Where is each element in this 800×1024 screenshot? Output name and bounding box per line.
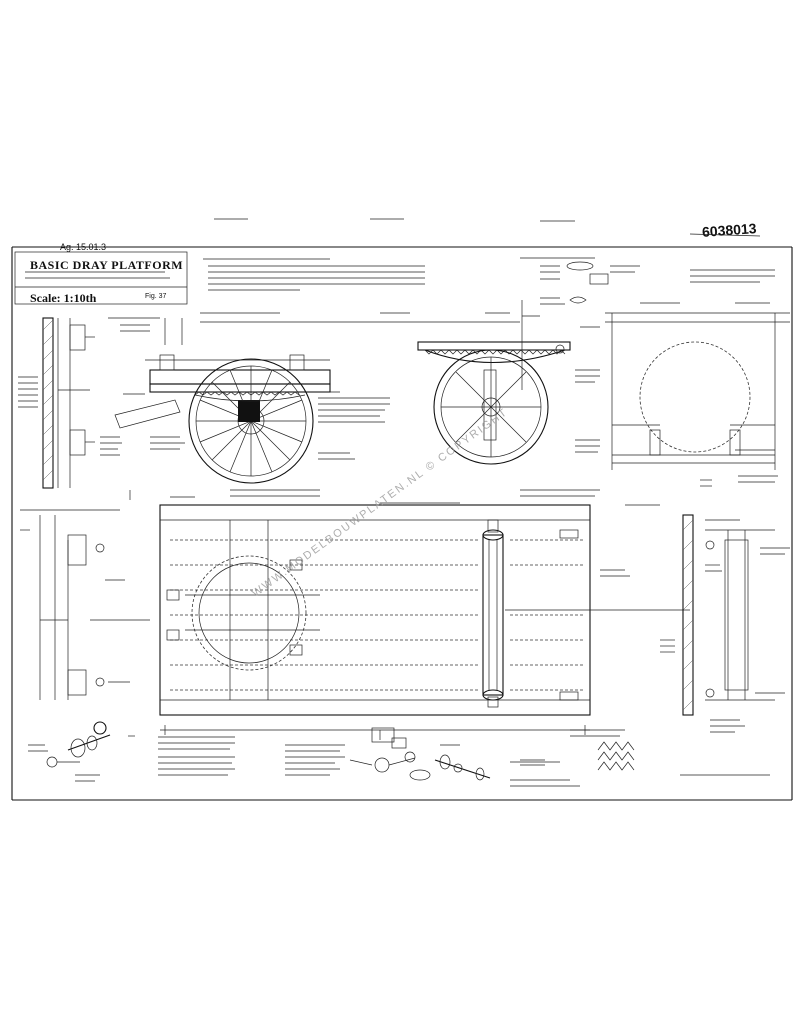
left-edge-detail [18, 317, 150, 489]
figure-number: Fig. 37 [145, 293, 167, 300]
construction-notes [520, 257, 775, 305]
general-notes [203, 258, 425, 291]
front-section-view [575, 302, 790, 487]
drawing-title: BASIC DRAY PLATFORM [30, 258, 184, 272]
plan-view [159, 489, 690, 740]
drawing-scale: Scale: 1:10th [30, 291, 97, 305]
side-elevation-view [108, 317, 331, 484]
title-block-box [14, 251, 188, 305]
right-edge-section [625, 504, 790, 733]
bottom-details [28, 721, 770, 787]
end-view [200, 300, 571, 465]
side-elevation-callouts [123, 391, 390, 460]
top-rule [689, 233, 761, 237]
left-lower-section [20, 490, 150, 700]
